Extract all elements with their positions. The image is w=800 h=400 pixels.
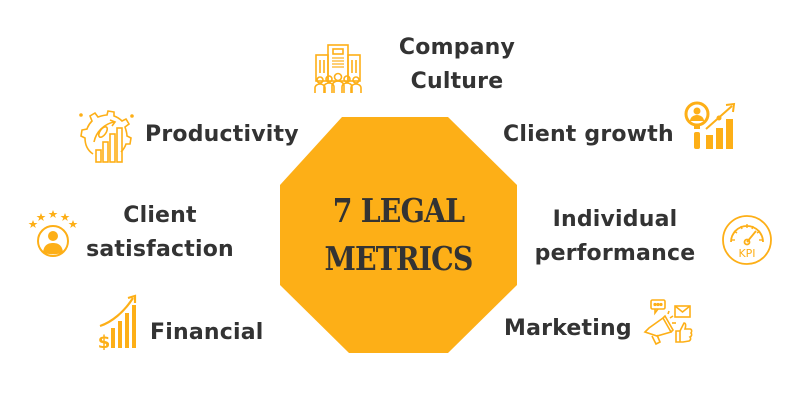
metric-label-line-2: Culture bbox=[410, 69, 504, 94]
building-people-icon bbox=[313, 43, 363, 95]
svg-text:KPI: KPI bbox=[738, 247, 755, 260]
metric-marketing: Marketing bbox=[504, 312, 632, 346]
megaphone-social-icon bbox=[643, 298, 695, 350]
metric-productivity: Productivity bbox=[145, 118, 299, 152]
metric-label-line-2: performance bbox=[534, 241, 696, 266]
metric-label-line-2: satisfaction bbox=[86, 237, 234, 262]
kpi-gauge-icon: KPI bbox=[721, 214, 773, 266]
metric-label-line-1: Individual bbox=[552, 207, 678, 232]
title-line-2: METRICS bbox=[324, 239, 473, 278]
metric-client-satisfaction: Client satisfaction bbox=[82, 199, 238, 267]
metric-label-line-1: Financial bbox=[150, 320, 264, 345]
metric-company-culture: Company Culture bbox=[389, 31, 525, 99]
diagram-title: 7 LEGAL METRICS bbox=[297, 117, 501, 353]
metric-label-line-1: Productivity bbox=[145, 122, 299, 147]
metric-label-line-1: Marketing bbox=[504, 316, 632, 341]
dollar-growth-chart-icon: $ bbox=[98, 294, 140, 350]
metric-client-growth: Client growth bbox=[503, 118, 674, 152]
center-octagon: 7 LEGAL METRICS bbox=[280, 117, 517, 353]
metric-financial: Financial bbox=[150, 316, 264, 350]
octagon-shape bbox=[280, 117, 517, 353]
gear-growth-chart-icon bbox=[79, 110, 135, 164]
metric-individual-performance: Individual performance bbox=[530, 203, 700, 271]
title-line-1: 7 LEGAL bbox=[332, 191, 465, 230]
magnifier-person-chart-icon bbox=[684, 101, 742, 151]
metric-label-line-1: Client growth bbox=[503, 122, 674, 147]
metric-label-line-1: Client bbox=[123, 203, 197, 228]
svg-text:$: $ bbox=[98, 332, 110, 350]
metric-label-line-1: Company bbox=[398, 35, 516, 60]
person-stars-icon bbox=[28, 208, 78, 258]
